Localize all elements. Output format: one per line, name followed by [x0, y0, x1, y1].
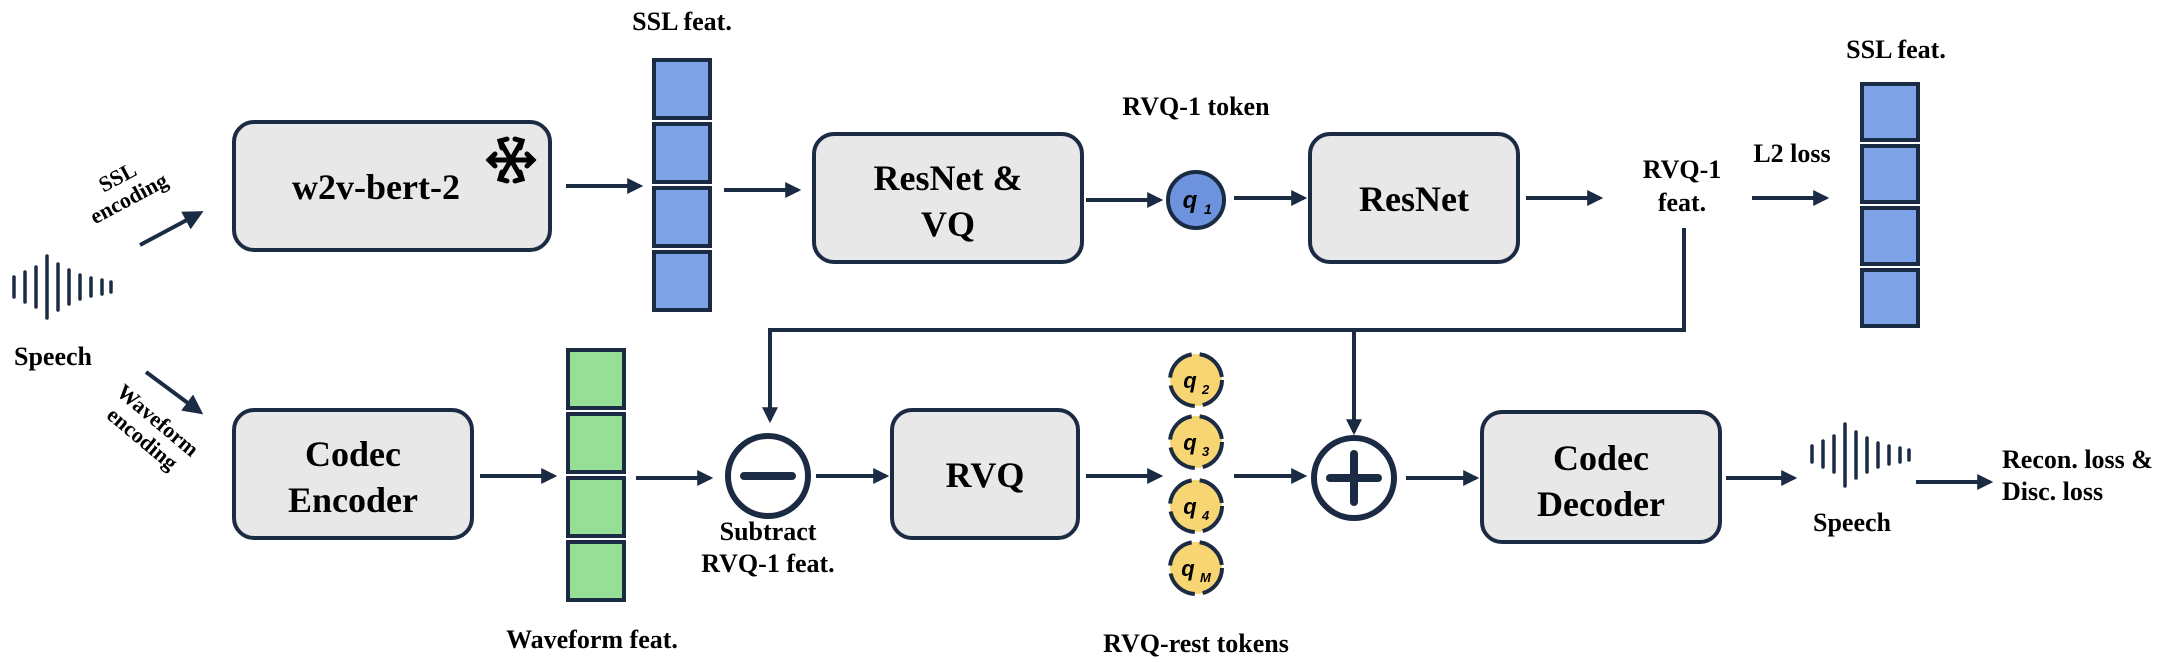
waveform-feat-cell — [566, 540, 626, 602]
rvq1-token-q1: q 1 — [1166, 170, 1226, 230]
snowflake-icon — [485, 136, 537, 184]
rvq-rest-token-qm: q M — [1168, 540, 1224, 596]
svg-text:Decoder: Decoder — [1537, 484, 1665, 524]
codec-encoder-box: Codec Encoder — [232, 408, 474, 540]
plus-circle-icon — [1311, 435, 1397, 521]
rvq1-feat-label-line1: RVQ-1 — [1643, 155, 1722, 184]
svg-text:3: 3 — [1202, 444, 1210, 459]
minus-circle-icon — [725, 433, 811, 519]
speech-output-waveform-icon — [1810, 422, 1911, 488]
codec-decoder-box: Codec Decoder — [1480, 410, 1722, 544]
waveform-encoding-label: Waveform encoding — [102, 379, 204, 475]
w2v-bert-2-label: w2v-bert-2 — [292, 167, 460, 207]
svg-text:VQ: VQ — [921, 204, 975, 244]
loss-label-line2: Disc. loss — [2002, 477, 2103, 506]
w2v-bert-2-box: w2v-bert-2 — [232, 120, 552, 252]
rvq-rest-token-q2: q 2 — [1168, 352, 1224, 408]
rvq-rest-tokens-label: RVQ-rest tokens — [1103, 629, 1289, 658]
ssl-feat-cell — [1860, 82, 1920, 142]
speech-output-label: Speech — [1813, 508, 1892, 537]
waveform-feat-stack — [566, 348, 626, 602]
svg-text:Encoder: Encoder — [288, 480, 418, 520]
rvq-box: RVQ — [890, 408, 1080, 540]
ssl-encoding-arrow — [139, 211, 204, 247]
ssl-feat-cell — [652, 58, 712, 120]
svg-text:q: q — [1181, 556, 1195, 581]
svg-text:q: q — [1183, 368, 1197, 393]
svg-text:Codec: Codec — [305, 434, 401, 474]
rvq-rest-token-q3: q 3 — [1168, 414, 1224, 470]
svg-text:q: q — [1183, 187, 1198, 214]
svg-text:M: M — [1200, 570, 1212, 585]
speech-input-waveform-icon — [12, 254, 113, 320]
rvq1-feat-label-line2: feat. — [1658, 188, 1706, 217]
ssl-feat-cell — [1860, 144, 1920, 204]
subtract-label-line1: Subtract — [720, 517, 817, 546]
ssl-feat-top-label: SSL feat. — [632, 7, 732, 36]
svg-text:4: 4 — [1201, 508, 1210, 523]
svg-text:Codec: Codec — [1553, 438, 1649, 478]
svg-text:ResNet: ResNet — [1359, 179, 1469, 219]
waveform-encoding-arrow — [144, 370, 204, 415]
ssl-feat-right-label: SSL feat. — [1846, 35, 1946, 64]
connector-rvq1-feat-to-subtract — [762, 228, 1686, 424]
ssl-feat-cell — [1860, 268, 1920, 328]
svg-text:RVQ: RVQ — [946, 455, 1025, 495]
ssl-feat-cell — [652, 122, 712, 184]
ssl-feat-cell — [1860, 206, 1920, 266]
svg-text:q: q — [1183, 430, 1197, 455]
svg-text:1: 1 — [1204, 201, 1212, 217]
subtract-label-line2: RVQ-1 feat. — [701, 549, 834, 578]
resnet-vq-box: ResNet & VQ — [812, 132, 1084, 264]
loss-label-line1: Recon. loss & — [2002, 445, 2153, 474]
rvq1-token-label: RVQ-1 token — [1122, 92, 1270, 121]
rvq-rest-token-q4: q 4 — [1168, 478, 1224, 534]
ssl-feat-stack-right — [1860, 82, 1920, 328]
svg-text:2: 2 — [1201, 382, 1210, 397]
resnet-box: ResNet — [1308, 132, 1520, 264]
waveform-feat-cell — [566, 412, 626, 474]
ssl-feat-stack-top — [652, 58, 712, 312]
ssl-feat-cell — [652, 186, 712, 248]
speech-input-label: Speech — [14, 342, 93, 371]
ssl-encoding-label: SSL encoding — [86, 157, 172, 229]
waveform-feat-label: Waveform feat. — [506, 625, 678, 654]
l2-loss-label: L2 loss — [1753, 139, 1830, 168]
svg-text:ResNet &: ResNet & — [874, 158, 1023, 198]
svg-text:q: q — [1183, 494, 1197, 519]
waveform-feat-cell — [566, 348, 626, 410]
ssl-feat-cell — [652, 250, 712, 312]
waveform-feat-cell — [566, 476, 626, 538]
